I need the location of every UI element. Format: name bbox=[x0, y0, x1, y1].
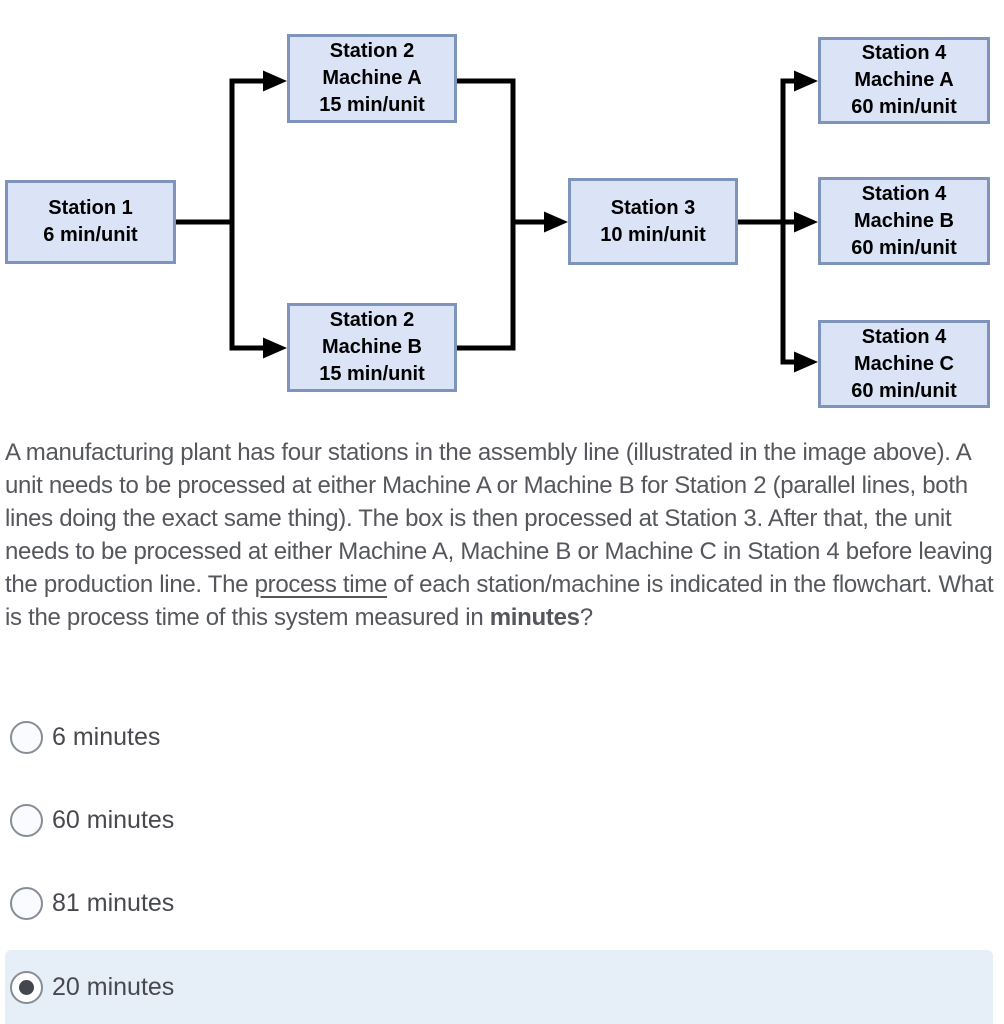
flowchart-node-station-1: Station 1 6 min/unit bbox=[5, 180, 176, 264]
node-line: Station 4 bbox=[861, 325, 947, 348]
arrowhead-station4a bbox=[794, 70, 818, 92]
node-line: Station 2 bbox=[329, 40, 415, 62]
flowchart-node-station-4-machine-b: Station 4 Machine B 60 min/unit bbox=[818, 177, 990, 265]
flowchart-node-station-2-machine-b: Station 2 Machine B 15 min/unit bbox=[287, 303, 457, 392]
node-line: Machine A bbox=[854, 69, 954, 91]
radio-dot bbox=[19, 979, 34, 995]
assembly-line-flowchart: Station 1 6 min/unit Station 2 Machine A… bbox=[0, 0, 1004, 420]
option-label: 81 minutes bbox=[52, 889, 175, 917]
node-line: Machine B bbox=[321, 336, 423, 358]
node-line: 60 min/unit bbox=[851, 96, 957, 118]
question-segment-bold: minutes bbox=[489, 604, 580, 631]
question-segment: ? bbox=[579, 604, 593, 631]
radio-button[interactable] bbox=[10, 887, 43, 920]
answer-option-81-minutes[interactable]: 81 minutes bbox=[0, 862, 1004, 945]
answer-option-20-minutes[interactable]: 20 minutes bbox=[5, 950, 993, 1024]
option-label: 60 minutes bbox=[52, 806, 175, 834]
node-line: 15 min/unit bbox=[319, 94, 425, 116]
flowchart-node-station-4-machine-a: Station 4 Machine A 60 min/unit bbox=[818, 37, 990, 124]
option-label: 6 minutes bbox=[52, 723, 161, 751]
node-line: 15 min/unit bbox=[319, 363, 425, 385]
question-text: A manufacturing plant has four stations … bbox=[5, 436, 997, 634]
option-label: 20 minutes bbox=[52, 972, 175, 1001]
arrowhead-station4b bbox=[794, 211, 818, 233]
node-line: Station 1 bbox=[48, 197, 133, 219]
node-line: Station 2 bbox=[329, 309, 415, 331]
flowchart-node-station-3: Station 3 10 min/unit bbox=[568, 178, 738, 265]
node-line: 60 min/unit bbox=[851, 236, 957, 259]
node-line: 6 min/unit bbox=[43, 224, 138, 246]
node-line: Machine C bbox=[853, 352, 955, 375]
node-line: Machine A bbox=[322, 67, 422, 89]
question-segment-underlined: process time bbox=[254, 571, 388, 598]
flowchart-node-station-2-machine-a: Station 2 Machine A 15 min/unit bbox=[287, 34, 457, 123]
question-segment: A manufacturing plant has four stations … bbox=[5, 439, 993, 598]
arrowhead-station2a bbox=[263, 70, 287, 92]
node-line: 60 min/unit bbox=[851, 379, 957, 402]
node-line: Machine B bbox=[853, 209, 955, 232]
arrowhead-station4c bbox=[794, 351, 818, 373]
answer-option-60-minutes[interactable]: 60 minutes bbox=[0, 779, 1004, 862]
radio-button[interactable] bbox=[10, 721, 43, 754]
radio-button[interactable] bbox=[10, 804, 43, 837]
arrowhead-station3 bbox=[544, 211, 568, 233]
node-line: Station 4 bbox=[861, 182, 947, 205]
flowchart-node-station-4-machine-c: Station 4 Machine C 60 min/unit bbox=[818, 320, 990, 408]
node-line: Station 4 bbox=[861, 42, 947, 64]
question-segment: of each station/machine is indicated in … bbox=[5, 571, 994, 631]
node-line: Station 3 bbox=[610, 196, 696, 219]
flowchart-connectors bbox=[173, 70, 818, 373]
answer-option-6-minutes[interactable]: 6 minutes bbox=[0, 696, 1004, 779]
node-line: 10 min/unit bbox=[600, 223, 706, 246]
radio-button-selected[interactable] bbox=[10, 970, 43, 1004]
arrowhead-station2b bbox=[263, 337, 287, 359]
